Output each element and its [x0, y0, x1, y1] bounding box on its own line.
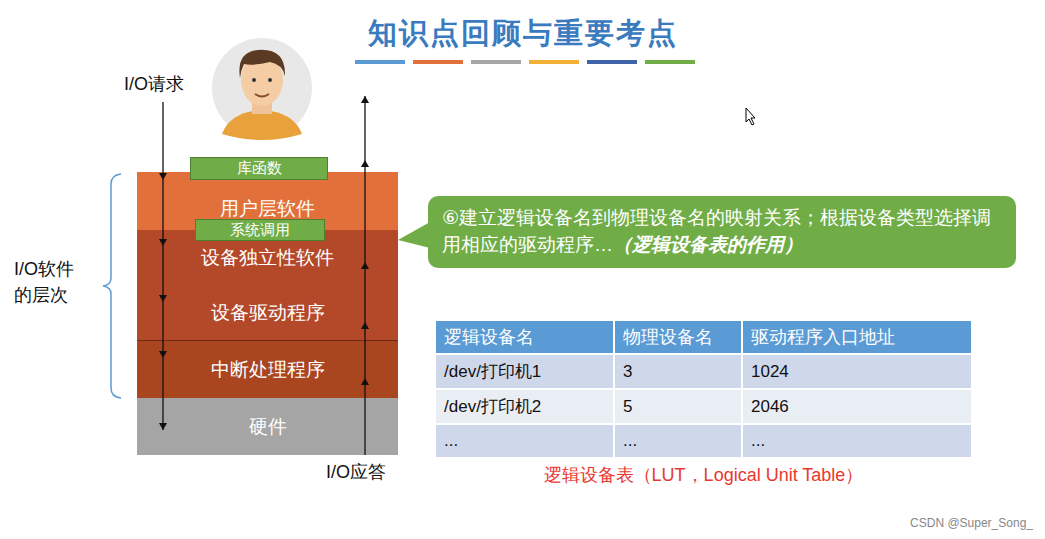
table-cell: ... — [742, 424, 972, 458]
table-value: 5 — [623, 397, 632, 417]
table-value: 3 — [623, 362, 632, 382]
layer-box: 中断处理程序 — [137, 340, 398, 398]
node-text: 中断处理程序 — [211, 357, 325, 383]
table-value: ... — [623, 431, 637, 451]
title-bars — [355, 60, 695, 64]
table-cell: 物理设备名 — [614, 320, 742, 354]
watermark: CSDN @Super_Song_ — [910, 516, 1033, 530]
table-cell: 3 — [614, 354, 742, 389]
title-wrap: 知识点回顾与重要考点 — [0, 14, 1045, 54]
table-header: 物理设备名 — [623, 325, 713, 349]
layer-box: 硬件 — [137, 398, 398, 455]
io-label: I/O应答 — [326, 462, 386, 482]
caption: 逻辑设备表（LUT，Logical Unit Table） — [544, 465, 864, 485]
callout-pointer — [398, 222, 432, 262]
callout-text: （逻辑设备表的作用） — [613, 234, 803, 255]
tag-box: 系统调用 — [195, 219, 325, 241]
table-cell: 逻辑设备名 — [435, 320, 614, 354]
node-text: 硬件 — [249, 414, 287, 440]
bracket-label-wrap: I/O软件的层次 — [14, 256, 84, 308]
table-cell: ... — [614, 424, 742, 458]
layer-box: 设备驱动程序 — [137, 285, 398, 340]
table-value: 1024 — [751, 362, 789, 382]
io-label-wrap: I/O应答 — [326, 460, 386, 484]
table-cell: /dev/打印机1 — [435, 354, 614, 389]
io-label-wrap: I/O请求 — [124, 72, 184, 96]
node-text: 设备独立性软件 — [201, 245, 334, 271]
table-value: /dev/打印机2 — [444, 395, 541, 418]
table-cell: /dev/打印机2 — [435, 389, 614, 424]
table-value: ... — [751, 431, 765, 451]
table-cell: 2046 — [742, 389, 972, 424]
bracket — [103, 174, 121, 398]
io-label: I/O请求 — [124, 74, 184, 94]
watermark-wrap: CSDN @Super_Song_ — [910, 516, 1033, 530]
table-cell: ... — [435, 424, 614, 458]
callout-box: ⑥建立逻辑设备名到物理设备名的映射关系；根据设备类型选择调用相应的驱动程序…（逻… — [428, 196, 1016, 267]
table-cell: 驱动程序入口地址 — [742, 320, 972, 354]
node-text: 系统调用 — [230, 221, 290, 240]
bracket-label: I/O软件的层次 — [14, 259, 74, 305]
table-value: /dev/打印机1 — [444, 360, 541, 383]
table-header: 逻辑设备名 — [444, 325, 534, 349]
tag-box: 库函数 — [190, 157, 328, 180]
node-text: 设备驱动程序 — [211, 300, 325, 326]
mouse-cursor — [746, 108, 755, 125]
person-illustration — [212, 38, 312, 140]
table-header: 驱动程序入口地址 — [751, 325, 895, 349]
table-value: 2046 — [751, 397, 789, 417]
title: 知识点回顾与重要考点 — [368, 17, 678, 49]
caption-wrap: 逻辑设备表（LUT，Logical Unit Table） — [420, 463, 987, 487]
node-text: 库函数 — [237, 159, 282, 178]
table-cell: 1024 — [742, 354, 972, 389]
table-cell: 5 — [614, 389, 742, 424]
table-value: ... — [444, 431, 458, 451]
